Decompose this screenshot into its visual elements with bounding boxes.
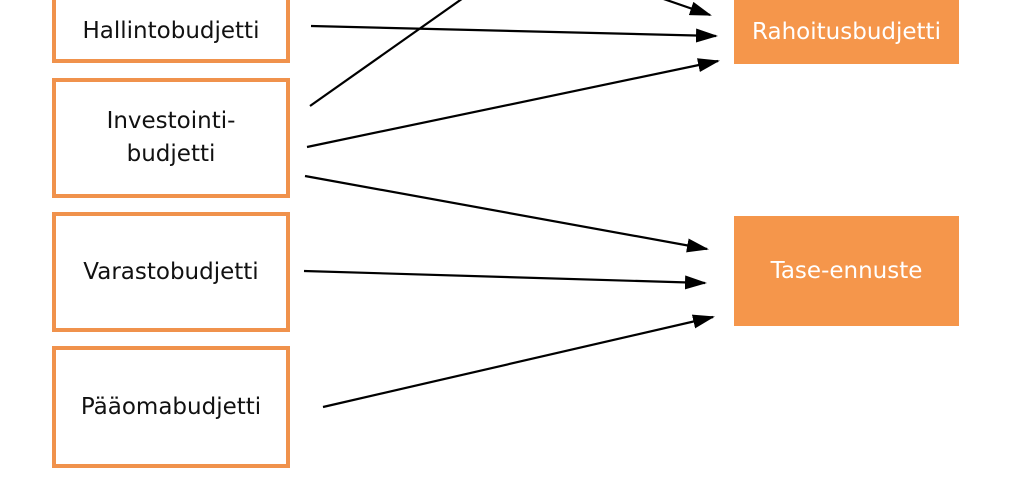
arrow-offscreen-1 [309,0,463,107]
arrow-paaoma-to-tase [322,314,715,409]
arrow-investointi-to-tase [304,174,709,253]
source-box-paaomabudjetti: Pääomabudjetti [52,346,290,468]
target-label-rahoitusbudjetti: Rahoitusbudjetti [752,18,941,45]
target-label-tase-ennuste: Tase-ennuste [770,257,923,284]
target-box-rahoitusbudjetti: Rahoitusbudjetti [734,0,959,64]
arrow-offscreen-2 [663,0,712,17]
source-label-varastobudjetti: Varastobudjetti [83,258,259,285]
source-box-hallintobudjetti: Hallintobudjetti [52,0,290,63]
target-box-tase-ennuste: Tase-ennuste [734,216,959,326]
source-label-hallintobudjetti: Hallintobudjetti [82,18,260,44]
source-label-investointibudjetti: Investointi- budjetti [106,108,236,167]
source-label-paaomabudjetti: Pääomabudjetti [80,393,262,420]
arrow-investointi-to-rahoitus [306,58,720,149]
source-box-investointibudjetti: Investointi- budjetti [52,78,290,198]
arrow-hallinto-to-rahoitus [310,24,718,43]
source-box-varastobudjetti: Varastobudjetti [52,212,290,332]
arrow-varasto-to-tase [303,269,707,290]
